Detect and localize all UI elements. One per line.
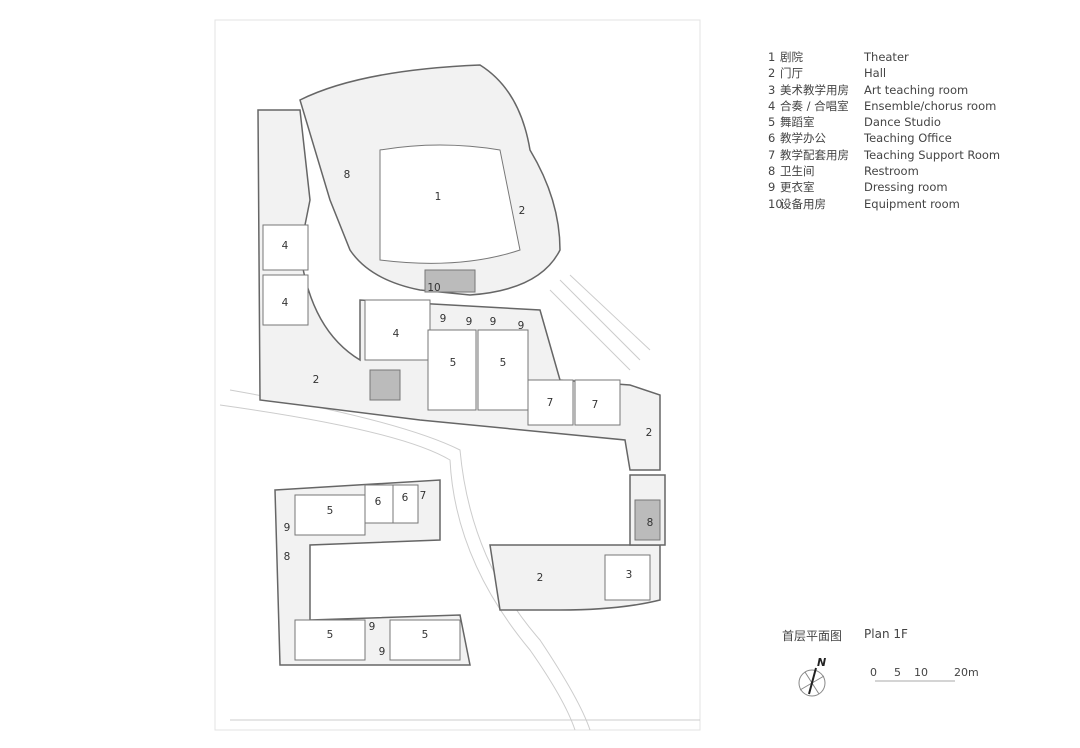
- legend-zh: 教学配套用房: [780, 147, 849, 162]
- legend-en: Teaching Support Room: [864, 147, 1001, 162]
- room-label: 4: [393, 328, 400, 340]
- legend-en: Ensemble/chorus room: [864, 98, 997, 113]
- plan-title-en: Plan 1F: [864, 627, 908, 641]
- scale-tick-label: 5: [894, 666, 901, 679]
- room-label: 8: [284, 551, 291, 563]
- scale-tick-label: 20m: [954, 666, 979, 679]
- room-label: 5: [327, 505, 334, 517]
- room-labels: 1 2 10 4 4 4 9 9 9 9 5 5 7 7 2 2 5 6 6 7…: [282, 169, 654, 658]
- plan-title: 首层平面图 Plan 1F: [782, 627, 908, 644]
- room-label: 9: [518, 320, 525, 332]
- legend-item: 5 舞蹈室 Dance Studio: [768, 114, 1000, 130]
- room-label: 9: [440, 313, 447, 325]
- legend-en: Dance Studio: [864, 115, 941, 130]
- legend-item: 1 剧院 Theater: [768, 49, 1000, 65]
- room-label: 3: [626, 569, 633, 581]
- legend-en: Restroom: [864, 164, 919, 179]
- legend-num: 7: [768, 147, 776, 162]
- legend-zh: 卫生间: [780, 164, 815, 179]
- room-label: 5: [500, 357, 507, 369]
- legend-num: 5: [768, 115, 776, 130]
- room-label: 8: [647, 517, 654, 529]
- room-label: 2: [537, 572, 544, 584]
- legend-zh: 更衣室: [780, 180, 815, 195]
- legend-zh: 舞蹈室: [780, 115, 815, 130]
- room-label: 6: [402, 492, 409, 504]
- legend-zh: 门厅: [780, 66, 803, 81]
- legend-num: 2: [768, 66, 776, 81]
- legend-en: Dressing room: [864, 180, 948, 195]
- legend-zh: 设备用房: [780, 196, 826, 211]
- room-label: 2: [519, 205, 526, 217]
- legend-item: 4 合奏 / 合唱室 Ensemble/chorus room: [768, 98, 1000, 114]
- room-label: 7: [547, 397, 554, 409]
- room-label: 5: [327, 629, 334, 641]
- legend-en: Equipment room: [864, 196, 960, 211]
- room-label: 7: [420, 490, 427, 502]
- legend-num: 9: [768, 180, 776, 195]
- rooms: [262, 144, 661, 661]
- legend-num: 1: [768, 50, 776, 64]
- plan-title-zh: 首层平面图: [782, 629, 843, 643]
- room-label: 1: [435, 191, 442, 203]
- legend-item: 3 美术教学用房 Art teaching room: [768, 82, 1000, 98]
- legend-item: 2 门厅 Hall: [768, 65, 1000, 81]
- legend-en: Teaching Office: [864, 131, 952, 146]
- legend-zh: 合奏 / 合唱室: [780, 98, 849, 113]
- room-label: 9: [466, 316, 473, 328]
- room-label: 4: [282, 297, 289, 309]
- legend-item: 8 卫生间 Restroom: [768, 163, 1000, 179]
- room-label: 2: [313, 374, 320, 386]
- room-label: 9: [369, 621, 376, 633]
- room-label: 8: [344, 169, 351, 181]
- legend-num: 8: [768, 164, 776, 179]
- room-label: 9: [379, 646, 386, 658]
- north-arrow: N: [798, 656, 826, 697]
- room-label: 7: [592, 399, 599, 411]
- legend: 1 剧院 Theater 2 门厅 Hall 3 美术教学用房 Art teaching roo…: [768, 49, 1000, 212]
- legend-en: Theater: [864, 50, 909, 64]
- room-label: 6: [375, 496, 382, 508]
- legend-num: 6: [768, 131, 776, 146]
- room-label: 9: [490, 316, 497, 328]
- legend-num: 10: [768, 196, 783, 211]
- room-label: 10: [427, 282, 440, 294]
- legend-en: Hall: [864, 66, 887, 81]
- room-label: 5: [422, 629, 429, 641]
- room-label: 2: [646, 427, 653, 439]
- legend-zh: 剧院: [780, 50, 803, 64]
- scale-tick-label: 0: [870, 666, 877, 679]
- legend-zh: 美术教学用房: [780, 82, 849, 97]
- legend-item: 9 更衣室 Dressing room: [768, 179, 1000, 195]
- site-lines: [214, 19, 701, 731]
- legend-en: Art teaching room: [864, 82, 969, 97]
- legend-zh: 教学办公: [780, 131, 826, 146]
- room-label: 4: [282, 240, 289, 252]
- room-label: 9: [284, 522, 291, 534]
- north-label: N: [817, 656, 826, 669]
- legend-item: 7 教学配套用房 Teaching Support Room: [768, 147, 1000, 163]
- legend-item: 6 教学办公 Teaching Office: [768, 130, 1000, 146]
- legend-num: 3: [768, 82, 776, 97]
- legend-num: 4: [768, 98, 776, 113]
- room-label: 5: [450, 357, 457, 369]
- scale-tick-label: 10: [914, 666, 928, 679]
